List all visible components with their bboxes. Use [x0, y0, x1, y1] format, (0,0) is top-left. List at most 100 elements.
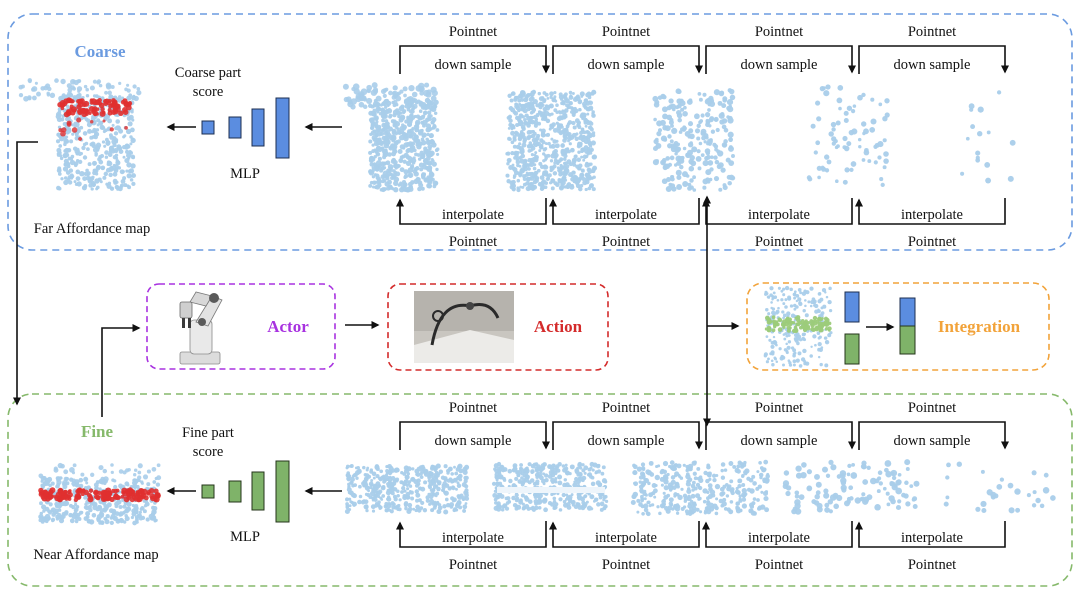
integration-box — [746, 282, 1050, 371]
interpolate-label: interpolate — [748, 207, 810, 223]
cloud-level-4 — [806, 84, 890, 188]
interpolate-bracket — [855, 521, 1006, 548]
coarse-mlp-label: MLP — [230, 166, 260, 182]
pointnet-label: Pointnet — [908, 557, 956, 573]
fine-to-actor-connector — [101, 324, 141, 417]
pointnet-label: Pointnet — [908, 400, 956, 416]
interpolate-label: interpolate — [901, 207, 963, 223]
down-sample-label: down sample — [894, 433, 971, 449]
far-affordance-map-cloud — [18, 78, 142, 192]
down-sample-bracket — [705, 45, 856, 74]
down-sample-bracket — [705, 421, 856, 450]
coarse-mlp-layer — [251, 108, 265, 147]
pointnet-label: Pointnet — [449, 234, 497, 250]
pointnet-label: Pointnet — [755, 234, 803, 250]
interpolate-label: interpolate — [442, 530, 504, 546]
cloud-level-1 — [344, 463, 470, 515]
actor-label: Actor — [267, 317, 309, 336]
down-sample-label: down sample — [894, 57, 971, 73]
actor-box — [146, 283, 336, 370]
pointnet-label: Pointnet — [449, 557, 497, 573]
pointnet-label: Pointnet — [908, 24, 956, 40]
down-sample-label: down sample — [435, 57, 512, 73]
fine-pipeline-clouds — [344, 459, 1056, 517]
interpolate-label: interpolate — [442, 207, 504, 223]
interpolate-label: interpolate — [595, 207, 657, 223]
coarse-mlp — [201, 97, 290, 159]
down-sample-bracket — [399, 421, 550, 450]
fine-part-score-label: Fine part — [182, 425, 234, 441]
integration-green-feature — [844, 333, 860, 365]
fine-mlp-label: MLP — [230, 529, 260, 545]
interpolate-bracket — [702, 198, 853, 225]
coarse-panel — [7, 13, 1073, 251]
down-sample-label: down sample — [741, 57, 818, 73]
interpolate-bracket — [396, 198, 547, 225]
integrated-feature-green — [899, 325, 916, 355]
fine-mlp-layer — [275, 460, 290, 523]
pointnet-label: Pointnet — [602, 557, 650, 573]
affordance-highlight-points — [38, 487, 161, 503]
coarse-part-score-label-2: score — [193, 84, 224, 100]
near-affordance-map-cloud — [38, 462, 162, 526]
fine-mlp-layer — [251, 471, 265, 511]
down-sample-bracket — [552, 421, 703, 450]
interpolate-bracket — [702, 521, 853, 548]
cloud-level-2 — [505, 89, 598, 193]
cloud-level-1-scatter — [342, 82, 438, 110]
pointnet-label: Pointnet — [908, 234, 956, 250]
far-affordance-map-label: Far Affordance map — [34, 221, 151, 237]
affordance-highlight-points — [58, 117, 128, 141]
fine-mlp-layer — [201, 484, 215, 499]
down-sample-bracket — [399, 45, 550, 74]
coarse-part-score-label: Coarse part — [175, 65, 241, 81]
fine-title: Fine — [81, 422, 114, 441]
integration-cloud — [763, 285, 833, 368]
interpolate-bracket — [855, 198, 1006, 225]
cloud-level-5 — [943, 461, 1056, 514]
down-sample-label: down sample — [435, 433, 512, 449]
cloud-level-4 — [782, 459, 920, 515]
interpolate-bracket — [396, 521, 547, 548]
cloud-level-3 — [630, 459, 770, 517]
down-sample-bracket — [552, 45, 703, 74]
integration-highlight-points — [764, 315, 832, 334]
cloud-body-points — [55, 92, 137, 192]
cloud-level-3 — [652, 88, 736, 192]
affordance-highlight-points — [57, 97, 133, 118]
action-label: Action — [534, 317, 583, 336]
action-photo — [414, 291, 514, 363]
interpolate-label: interpolate — [901, 530, 963, 546]
cloud-level-1 — [368, 97, 440, 193]
pointnet-label: Pointnet — [755, 557, 803, 573]
coarse-mlp-layer — [201, 120, 215, 135]
cloud-level-2-band — [497, 487, 605, 493]
pointnet-label: Pointnet — [602, 24, 650, 40]
integration-label: Integration — [938, 317, 1021, 336]
robot-arm-image — [179, 291, 223, 365]
down-sample-bracket — [858, 45, 1009, 74]
pointnet-label: Pointnet — [449, 400, 497, 416]
fine-part-score-label-2: score — [193, 444, 224, 460]
coarse-mlp-layer — [228, 116, 242, 139]
coarse-to-fine-connector — [13, 141, 38, 406]
near-affordance-map-label: Near Affordance map — [33, 547, 158, 563]
pointnet-label: Pointnet — [755, 24, 803, 40]
interpolate-label: interpolate — [595, 530, 657, 546]
fine-mlp — [201, 460, 290, 523]
down-sample-label: down sample — [741, 433, 818, 449]
pointnet-label: Pointnet — [602, 234, 650, 250]
pointnet-label: Pointnet — [602, 400, 650, 416]
down-sample-label: down sample — [588, 433, 665, 449]
pointnet-label: Pointnet — [449, 24, 497, 40]
